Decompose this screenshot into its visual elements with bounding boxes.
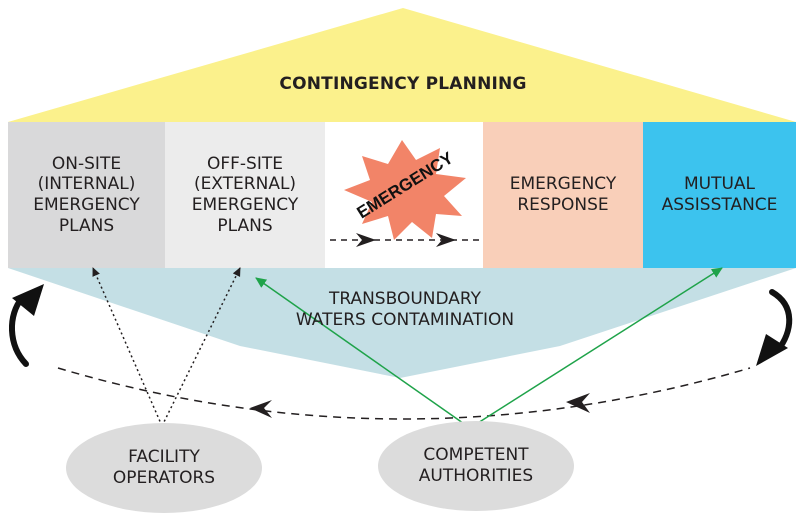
actor-label-competent-authorities: COMPETENT AUTHORITIES xyxy=(418,445,534,486)
competent-authorities-ellipse xyxy=(378,421,574,511)
chevron-left-icon xyxy=(566,393,590,413)
base-label: TRANSBOUNDARY WATERS CONTAMINATION xyxy=(295,289,515,330)
column-bg-onsite xyxy=(8,122,165,268)
column-bg-response xyxy=(483,122,643,268)
arrow-down-left-icon xyxy=(756,334,788,366)
left-cycle-curve xyxy=(8,295,29,367)
column-bg-mutual xyxy=(643,122,796,268)
emergency-burst-shape xyxy=(344,140,466,240)
arrow-up-right-icon xyxy=(12,284,44,316)
dotted-arrow-to-onsite xyxy=(92,267,163,427)
chevron-left-icon xyxy=(250,400,272,418)
column-bg-offsite xyxy=(165,122,325,268)
base-trapezoid xyxy=(8,268,796,378)
facility-operators-ellipse xyxy=(66,423,262,513)
column-label-onsite: ON-SITE (INTERNAL) EMERGENCY PLANS xyxy=(33,153,140,236)
green-arrow-to-offsite xyxy=(255,277,471,429)
green-arrow-to-mutual xyxy=(469,267,723,429)
column-label-response: EMERGENCY RESPONSE xyxy=(509,174,617,215)
column-label-offsite: OFF-SITE (EXTERNAL) EMERGENCY PLANS xyxy=(191,153,299,236)
actor-label-facility-operators: FACILITY OPERATORS xyxy=(112,447,216,488)
roof-triangle xyxy=(8,8,796,122)
column-label-mutual: MUTUAL ASSISSTANCE xyxy=(661,174,778,215)
chevron-right-icon xyxy=(356,233,376,247)
chevron-right-icon xyxy=(436,233,456,247)
roof-title: CONTINGENCY PLANNING xyxy=(279,73,527,94)
dotted-arrow-to-offsite xyxy=(161,267,241,427)
cycle-dashed-arc xyxy=(57,367,751,420)
